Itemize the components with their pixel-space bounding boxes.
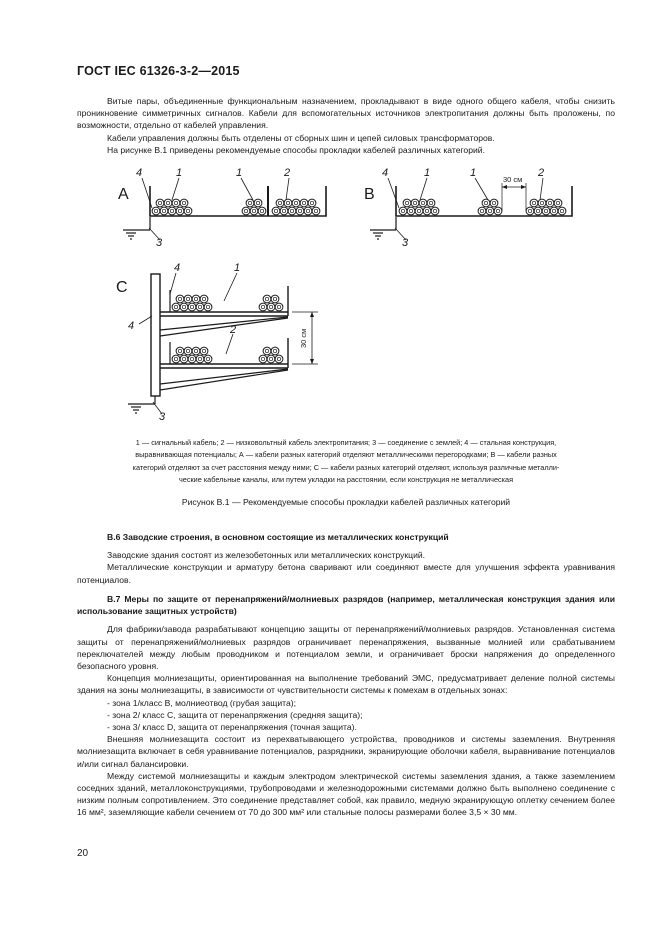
callout-4-b: 4 [382, 167, 388, 179]
legend-line-2: выравнивающая потенциалы; А — кабели раз… [135, 450, 557, 460]
cable-bundle-signal-a [151, 198, 193, 216]
cable-bundle-power-b [525, 198, 567, 216]
callout-2-b: 2 [537, 167, 544, 179]
callout-4-a: 4 [136, 167, 142, 179]
section-b7: В.7 Меры по защите от перенапряжений/мол… [77, 593, 615, 819]
section-b7-paragraph-4: Между системой молниезащиты и каждым эле… [77, 770, 615, 818]
section-b7-heading: В.7 Меры по защите от перенапряжений/мол… [77, 594, 615, 617]
callout-1-a: 1 [176, 167, 182, 179]
panel-b-label: B [364, 186, 375, 203]
section-b6-heading: В.6 Заводские строения, в основном состо… [107, 532, 449, 542]
legend-line-3: категорий отделяют за счет расстояния ме… [132, 462, 560, 472]
document-header: ГОСТ IEC 61326-3-2—2015 [77, 64, 240, 78]
callout-4-c: 4 [174, 262, 180, 274]
cable-bundle-signal-b2 [477, 198, 503, 216]
panel-c-label: C [116, 279, 128, 296]
intro-paragraph-3: На рисунке В.1 приведены рекомендуемые с… [107, 144, 485, 155]
callout-3-a: 3 [156, 237, 163, 249]
panel-b: 30 см B 4 1 1 2 3 [364, 167, 573, 249]
cable-laying-figure: A 4 1 1 2 3 30 см [116, 167, 573, 423]
panel-a-label: A [118, 186, 129, 203]
zone-list-item-3: - зона 3/ класс D, защита от перенапряже… [107, 722, 357, 733]
legend-line-4: ческие кабельные каналы, или путем уклад… [178, 475, 514, 485]
callout-1-a2: 1 [236, 167, 242, 179]
section-b7-paragraph-2: Концепция молниезащиты, ориентированная … [77, 673, 615, 696]
panel-a: A 4 1 1 2 3 [118, 167, 327, 249]
intro-paragraph-2: Кабели управления должны быть отделены о… [107, 132, 495, 143]
section-b7-paragraph-1: Для фабрики/завода разрабатывают концепц… [77, 624, 615, 672]
section-b6: В.6 Заводские строения, в основном состо… [77, 531, 615, 586]
figure-legend: 1 — сигнальный кабель; 2 — низковольтный… [82, 437, 610, 487]
page-number: 20 [77, 848, 89, 859]
section-b6-paragraph-2: Металлические конструкции и арматуру бет… [77, 562, 615, 585]
legend-line-1: 1 — сигнальный кабель; 2 — низковольтный… [135, 438, 557, 447]
intro-paragraph-1: Витые пары, объединенные функциональным … [77, 96, 615, 131]
callout-1-c: 1 [234, 262, 240, 274]
figure-caption: Рисунок В.1 — Рекомендуемые способы прок… [181, 497, 511, 507]
dimension-label-b: 30 см [503, 175, 522, 184]
zone-list-item-1: - зона 1/класс В, молниеотвод (грубая за… [107, 697, 296, 708]
panel-c: 30 см C 4 1 2 4 3 [116, 262, 318, 423]
section-b6-paragraph-1: Заводские здания состоят из железобетонн… [107, 550, 426, 561]
callout-4-c2: 4 [128, 320, 134, 332]
cable-bundle-signal-b [398, 198, 440, 216]
cable-bundle-power-a [271, 198, 321, 216]
cable-bundle-signal-c [171, 294, 284, 312]
callout-3-b: 3 [402, 237, 409, 249]
dimension-label-c: 30 см [299, 329, 308, 348]
callout-1-b2: 1 [470, 167, 476, 179]
intro-text: Витые пары, объединенные функциональным … [77, 95, 615, 156]
callout-3-c: 3 [159, 411, 166, 423]
callout-2-a: 2 [283, 167, 290, 179]
section-b7-paragraph-3: Внешняя молниезащита состоит из перехват… [77, 734, 615, 769]
zone-list-item-2: - зона 2/ класс С, защита от перенапряже… [107, 709, 363, 720]
cable-bundle-signal-a2 [241, 198, 267, 216]
callout-2-c: 2 [229, 324, 236, 336]
callout-1-b: 1 [424, 167, 430, 179]
